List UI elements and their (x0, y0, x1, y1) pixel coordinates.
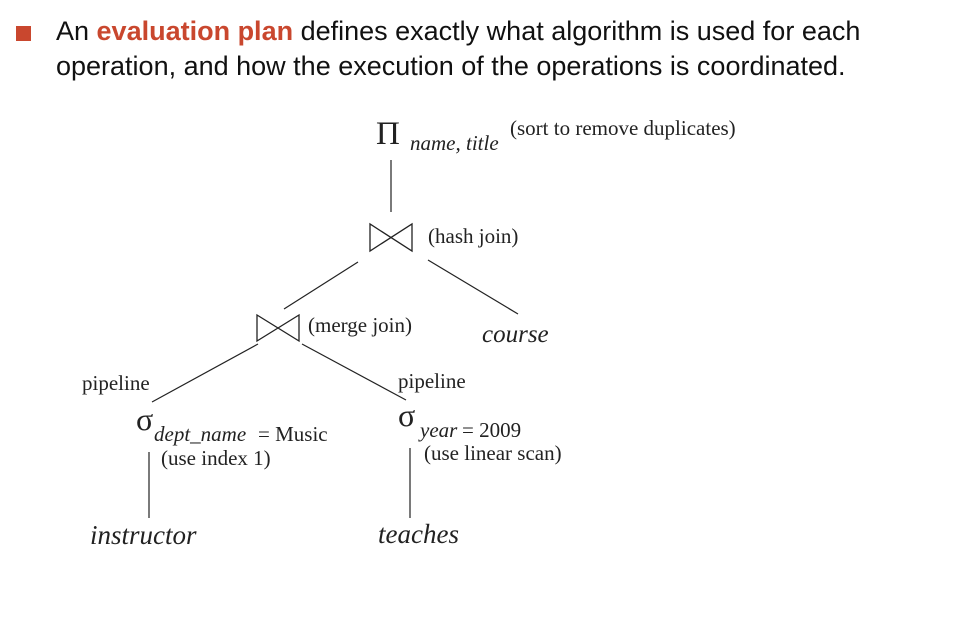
select-right-note: (use linear scan) (424, 441, 562, 465)
instructor-relation: instructor (90, 520, 197, 550)
teaches-relation: teaches (378, 519, 459, 549)
projection-attributes: name, title (410, 131, 499, 155)
select-left-condition: = Music (258, 422, 328, 446)
edge-hashjoin-mergejoin (283, 261, 359, 310)
select-left-symbol: σ (136, 401, 153, 437)
select-right-attribute: year (418, 418, 458, 442)
projection-symbol: Π (376, 116, 400, 152)
edge-mergejoin-select-left (151, 343, 259, 403)
edge-mergejoin-select-right (301, 343, 407, 401)
hash-join-note: (hash join) (428, 224, 518, 248)
merge-join-note: (merge join) (308, 313, 412, 337)
bullet-square-icon (16, 26, 31, 41)
select-right-condition: = 2009 (462, 418, 521, 442)
projection-note: (sort to remove duplicates) (510, 116, 736, 140)
select-left-note: (use index 1) (161, 446, 271, 470)
bullet-text-start: An (56, 16, 97, 46)
edge-hashjoin-course (427, 259, 519, 315)
pipeline-right-label: pipeline (398, 369, 466, 393)
pipeline-left-label: pipeline (82, 371, 150, 395)
merge-join-icon (256, 313, 300, 343)
select-left-attribute: dept_name (154, 422, 246, 446)
hash-join-icon (369, 222, 413, 253)
course-relation: course (482, 321, 549, 348)
select-right-symbol: σ (398, 397, 415, 433)
bullet-text-end: defines exactly what algorithm is used f… (56, 16, 861, 81)
bullet-text: An evaluation plan defines exactly what … (56, 14, 946, 84)
bullet-highlight: evaluation plan (96, 16, 294, 46)
